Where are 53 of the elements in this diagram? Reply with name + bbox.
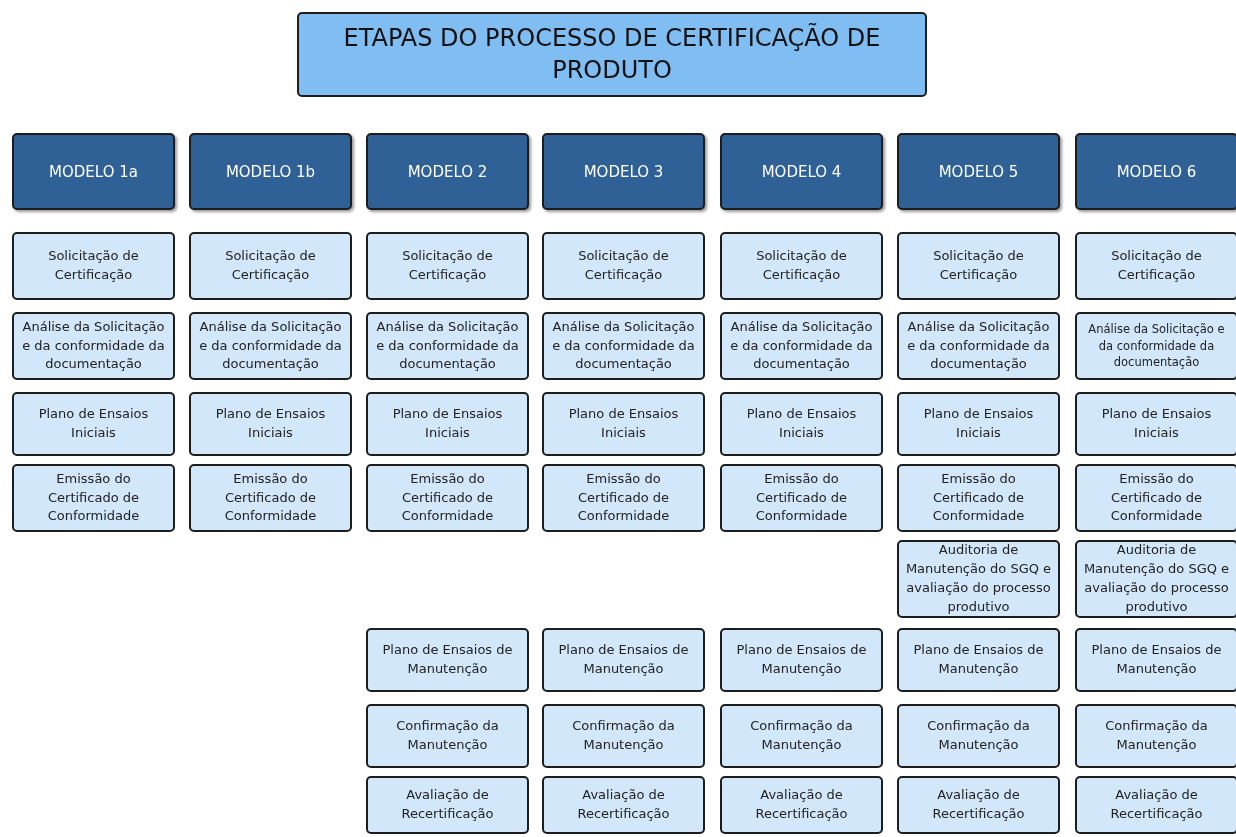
step-box: Análise da Solicitação e da conformidade da documentação [542, 312, 705, 380]
step-box: Avaliação de Recertificação [1075, 776, 1236, 834]
step-box: Solicitação de Certificação [366, 232, 529, 300]
step-box: Emissão do Certificado de Conformidade [189, 464, 352, 532]
step-box: Emissão do Certificado de Conformidade [720, 464, 883, 532]
step-box: Solicitação de Certificação [720, 232, 883, 300]
step-box: Emissão do Certificado de Conformidade [897, 464, 1060, 532]
step-box: Auditoria de Manutenção do SGQ e avaliação do processo produtivo [897, 540, 1060, 618]
step-box: Plano de Ensaios de Manutenção [720, 628, 883, 692]
step-box: Plano de Ensaios de Manutenção [542, 628, 705, 692]
step-box: Emissão do Certificado de Conformidade [1075, 464, 1236, 532]
step-box: Análise da Solicitação e da conformidade da documentação [897, 312, 1060, 380]
step-box: Análise da Solicitação e da conformidade da documentação [366, 312, 529, 380]
step-box: Solicitação de Certificação [897, 232, 1060, 300]
step-box: Solicitação de Certificação [12, 232, 175, 300]
model-header-box: MODELO 6 [1075, 133, 1236, 210]
step-box: Confirmação da Manutenção [1075, 704, 1236, 768]
model-header-box: MODELO 4 [720, 133, 883, 210]
step-box: Plano de Ensaios de Manutenção [897, 628, 1060, 692]
step-box: Plano de Ensaios Iniciais [12, 392, 175, 456]
step-box: Emissão do Certificado de Conformidade [542, 464, 705, 532]
step-box: Análise da Solicitação e da conformidade da documentação [12, 312, 175, 380]
step-box: Confirmação da Manutenção [542, 704, 705, 768]
step-box: Avaliação de Recertificação [366, 776, 529, 834]
step-box: Solicitação de Certificação [542, 232, 705, 300]
step-box: Avaliação de Recertificação [720, 776, 883, 834]
step-box: Plano de Ensaios Iniciais [1075, 392, 1236, 456]
step-box: Solicitação de Certificação [1075, 232, 1236, 300]
step-box: Auditoria de Manutenção do SGQ e avaliação do processo produtivo [1075, 540, 1236, 618]
model-header-box: MODELO 1b [189, 133, 352, 210]
step-box: Análise da Solicitação e da conformidade da documentação [1075, 312, 1236, 380]
model-header-box: MODELO 1a [12, 133, 175, 210]
title-box: ETAPAS DO PROCESSO DE CERTIFICAÇÃO DE PRODUTO [297, 12, 927, 97]
step-box: Plano de Ensaios de Manutenção [1075, 628, 1236, 692]
step-box: Confirmação da Manutenção [720, 704, 883, 768]
step-box: Plano de Ensaios Iniciais [897, 392, 1060, 456]
step-box: Emissão do Certificado de Conformidade [366, 464, 529, 532]
model-header-box: MODELO 2 [366, 133, 529, 210]
step-box: Solicitação de Certificação [189, 232, 352, 300]
step-box: Confirmação da Manutenção [897, 704, 1060, 768]
model-header-box: MODELO 5 [897, 133, 1060, 210]
step-box: Análise da Solicitação e da conformidade da documentação [189, 312, 352, 380]
step-box: Plano de Ensaios Iniciais [189, 392, 352, 456]
step-box: Avaliação de Recertificação [897, 776, 1060, 834]
step-box: Plano de Ensaios Iniciais [720, 392, 883, 456]
step-box: Emissão do Certificado de Conformidade [12, 464, 175, 532]
step-box: Avaliação de Recertificação [542, 776, 705, 834]
step-box: Análise da Solicitação e da conformidade da documentação [720, 312, 883, 380]
step-box: Confirmação da Manutenção [366, 704, 529, 768]
step-box: Plano de Ensaios Iniciais [366, 392, 529, 456]
step-box: Plano de Ensaios Iniciais [542, 392, 705, 456]
step-box: Plano de Ensaios de Manutenção [366, 628, 529, 692]
model-header-box: MODELO 3 [542, 133, 705, 210]
